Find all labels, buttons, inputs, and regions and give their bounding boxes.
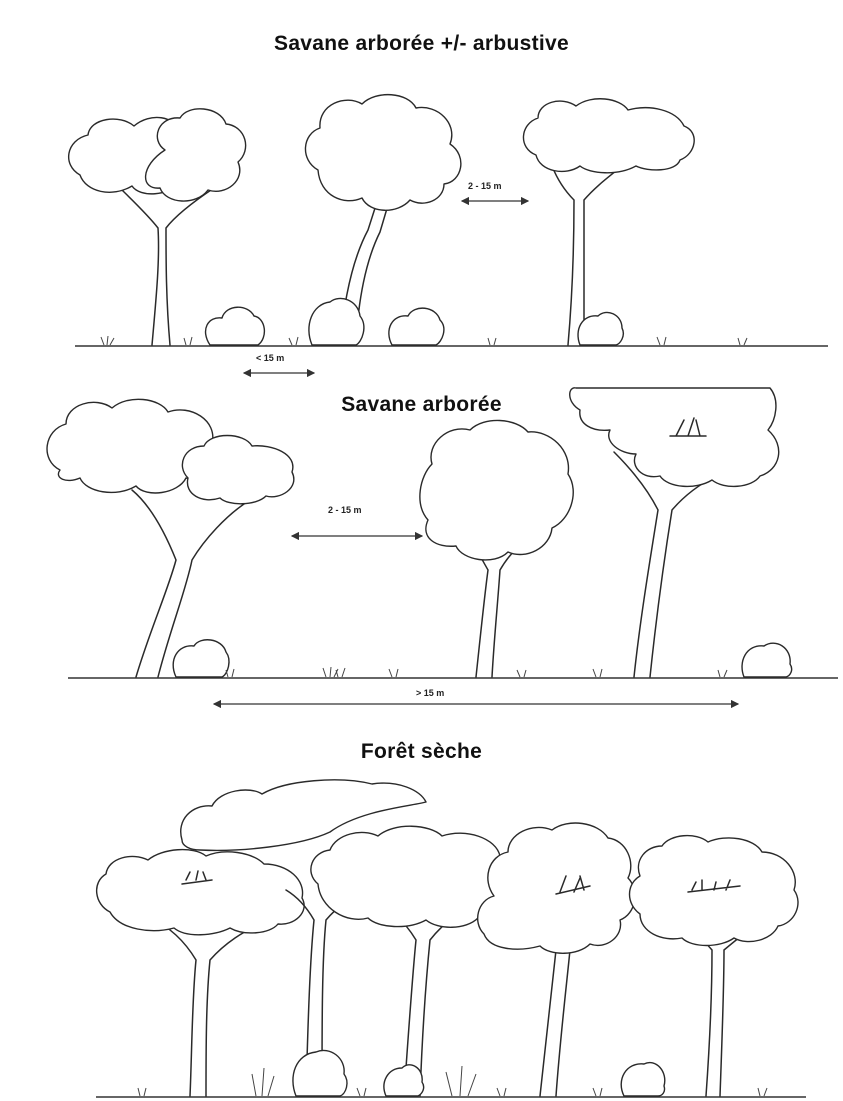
panel-1-scene bbox=[69, 95, 828, 373]
shrub-icon bbox=[206, 307, 265, 345]
shrub-icon bbox=[309, 298, 364, 345]
shrub-icon bbox=[384, 1065, 424, 1096]
shrub-icon bbox=[389, 308, 444, 345]
tree-icon bbox=[47, 399, 294, 677]
shrub-icon bbox=[578, 312, 623, 345]
tree-icon bbox=[420, 420, 573, 677]
tree-icon bbox=[69, 109, 246, 345]
shrub-icon bbox=[293, 1050, 347, 1096]
shrub-icon bbox=[621, 1063, 665, 1096]
panel-3-scene bbox=[96, 780, 806, 1097]
tree-icon bbox=[570, 388, 779, 677]
tree-icon bbox=[97, 850, 304, 1096]
tree-icon bbox=[311, 826, 520, 1096]
panel-2-scene bbox=[47, 388, 838, 704]
shrub-icon bbox=[742, 643, 792, 677]
tree-icon bbox=[630, 836, 799, 1096]
tree-icon bbox=[478, 823, 635, 1096]
grass-tuft-icon bbox=[138, 1066, 767, 1096]
tree-icon bbox=[523, 99, 694, 345]
shrub-icon bbox=[173, 640, 229, 677]
